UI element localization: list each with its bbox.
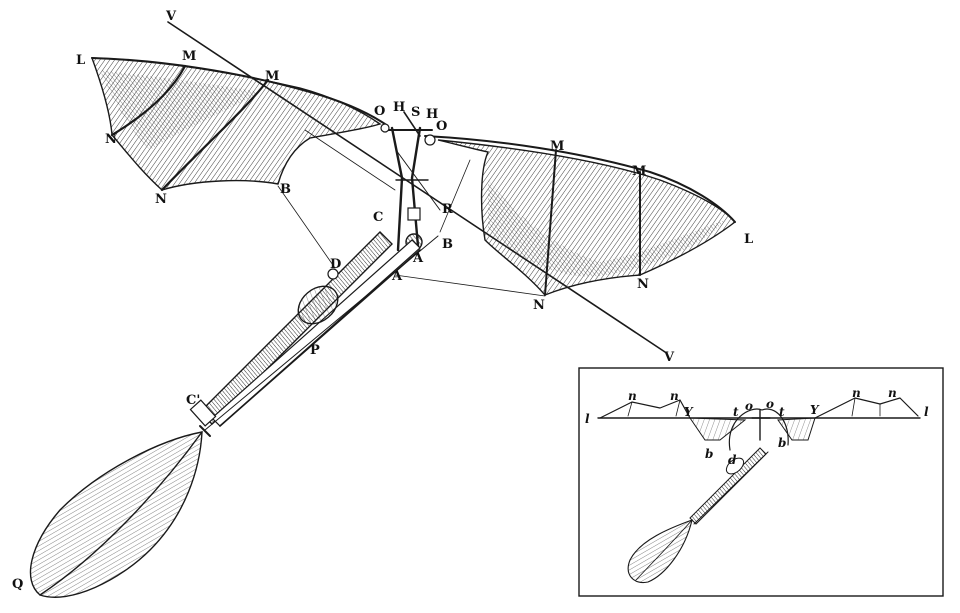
brace-4 bbox=[439, 159, 471, 233]
left-spar bbox=[91, 57, 386, 125]
left-wing-rib-2 bbox=[160, 78, 270, 192]
left-wing-rib-1 bbox=[110, 64, 187, 137]
inset-label-y-left: Y bbox=[684, 405, 694, 419]
label-m-left-2: M bbox=[265, 69, 279, 84]
label-l-right: L bbox=[744, 232, 753, 247]
label-q: Q bbox=[12, 577, 23, 592]
label-m-right-1: M bbox=[550, 139, 564, 154]
brace-2 bbox=[304, 129, 396, 191]
label-p: P bbox=[310, 343, 320, 358]
label-m-left-1: M bbox=[182, 49, 196, 64]
right-spar bbox=[424, 135, 736, 223]
tail-q bbox=[29, 431, 203, 598]
inset-label-o-right: o bbox=[766, 397, 774, 411]
brace-3 bbox=[394, 274, 546, 297]
inset-label-o-left: o bbox=[745, 399, 753, 413]
inset-label-b-left: b bbox=[705, 447, 713, 461]
label-a-left: A bbox=[391, 269, 403, 284]
inset-figure: l l n n n n Y Y t t o o b b d bbox=[578, 367, 944, 597]
pulley-d bbox=[297, 285, 339, 325]
label-c: C bbox=[373, 210, 383, 225]
label-h-right: H bbox=[426, 107, 438, 122]
inset-label-n-1: n bbox=[628, 389, 637, 403]
inset-label-l-right: l bbox=[924, 405, 929, 419]
brace-1 bbox=[277, 185, 336, 269]
right-wing-rib-1 bbox=[544, 149, 557, 296]
inset-tail bbox=[627, 519, 693, 584]
inset-label-n-4: n bbox=[888, 386, 897, 400]
label-n-right-2: N bbox=[637, 277, 649, 292]
label-c-prime: C' bbox=[186, 393, 200, 408]
inset-left-membrane bbox=[689, 417, 747, 441]
center-frame bbox=[380, 111, 441, 252]
label-o-right: O bbox=[436, 119, 447, 134]
inset-label-d: d bbox=[728, 453, 737, 467]
label-s: S bbox=[411, 105, 420, 120]
label-a-right: A bbox=[412, 251, 424, 266]
inset-arc bbox=[728, 408, 789, 451]
label-h-left: H bbox=[393, 100, 405, 115]
inset-label-l-left: l bbox=[585, 412, 590, 426]
label-o-left: O bbox=[374, 104, 385, 119]
label-l-left: L bbox=[76, 53, 85, 68]
label-r: R bbox=[442, 202, 453, 217]
label-b-right: B bbox=[442, 237, 453, 252]
left-wing-shading bbox=[100, 70, 260, 150]
tail-midrib bbox=[39, 431, 203, 596]
inset-left-wing bbox=[599, 399, 691, 419]
inset-label-n-2: n bbox=[670, 389, 679, 403]
inset-label-t-right: t bbox=[779, 405, 785, 419]
inset-label-y-right: Y bbox=[810, 403, 820, 417]
inset-label-n-3: n bbox=[852, 386, 861, 400]
inset-label-t-left: t bbox=[733, 405, 739, 419]
main-figure: V V L L M M M M N N N N O H S H O B B C … bbox=[12, 9, 753, 598]
label-m-right-2: M bbox=[632, 164, 646, 179]
label-n-left-2: N bbox=[155, 192, 167, 207]
label-d: D bbox=[330, 257, 341, 272]
label-b-left: B bbox=[280, 182, 291, 197]
label-v-bottom: V bbox=[663, 350, 675, 365]
label-v-top: V bbox=[165, 9, 177, 24]
label-n-right-1: N bbox=[533, 298, 545, 313]
label-n-left-1: N bbox=[105, 132, 117, 147]
inset-label-b-right: b bbox=[778, 436, 786, 450]
fuselage bbox=[189, 231, 439, 437]
